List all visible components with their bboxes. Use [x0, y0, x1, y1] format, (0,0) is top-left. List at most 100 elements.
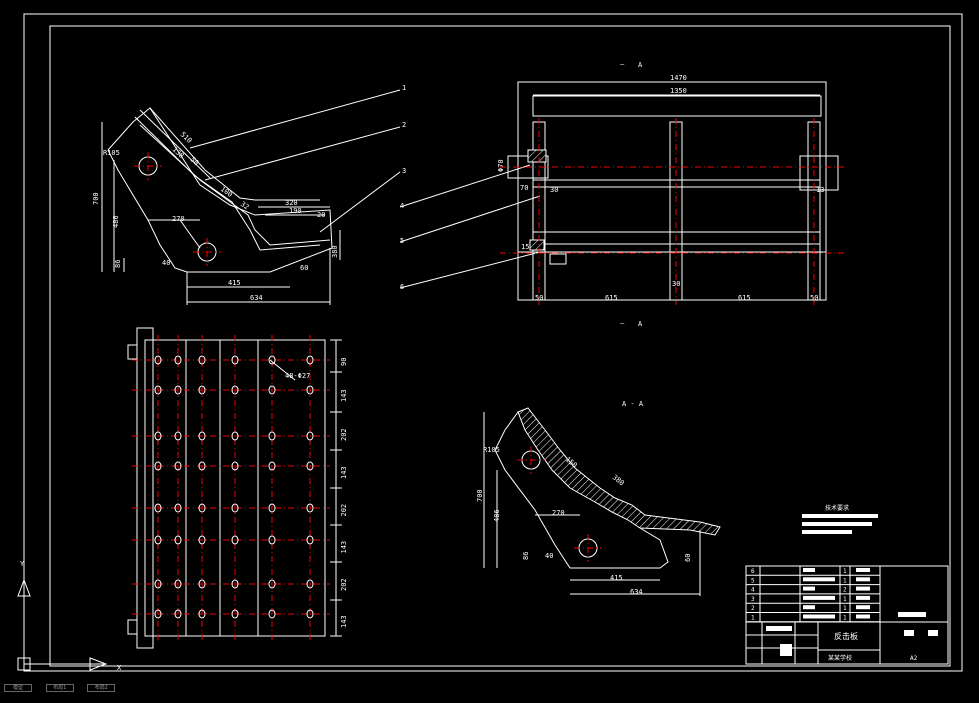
plan-hole-0-2 [198, 355, 206, 365]
side-view: R105 700 486 270 86 40 415 634 60 320 19… [92, 107, 341, 305]
plan-hole-5-3 [231, 535, 239, 545]
plan-hole-3-5 [306, 461, 314, 471]
tab-layout2[interactable]: 布局2 [87, 684, 116, 692]
section-letter-top: A [638, 61, 643, 69]
aa-dim-634: 634 [630, 588, 643, 596]
plan-hole-3-2 [198, 461, 206, 471]
dim-angle-40: 40 [162, 259, 170, 267]
leader-label-2: 2 [402, 121, 406, 129]
plan-hole-1-5 [306, 385, 314, 395]
section-mark-bottom: ― [620, 319, 625, 327]
hole-note: 48-Φ27 [285, 372, 310, 380]
tb-row-no-1: 5 [751, 577, 755, 584]
plan-row-dim-6: 202 [340, 578, 348, 591]
plan-row-dim-2: 202 [340, 428, 348, 441]
leader-label-5: 5 [400, 237, 404, 245]
dim-270: 270 [172, 215, 185, 223]
plan-hole-1-2 [198, 385, 206, 395]
layout-tabs: 模型 布局1 布局2 [0, 684, 979, 692]
plan-hole-7-0 [154, 609, 162, 619]
ucs-icon: Y X [17, 560, 122, 672]
tb-row-qty-2: 2 [843, 587, 847, 594]
tech-req-title: 技术要求 [825, 504, 849, 512]
plan-hole-7-4 [268, 609, 276, 619]
dim-30: 30 [550, 186, 558, 194]
tab-model[interactable]: 模型 [4, 684, 32, 692]
tab-layout1[interactable]: 布局1 [45, 684, 74, 692]
dim-20: 20 [317, 211, 325, 219]
drawing-frame [23, 13, 963, 672]
plan-hole-6-5 [306, 579, 314, 589]
plan-hole-7-1 [174, 609, 182, 619]
plan-row-dim-4: 202 [340, 504, 348, 517]
dim-1470: 1470 [670, 74, 687, 82]
dim-1350: 1350 [670, 87, 687, 95]
dim-70: 70 [520, 184, 528, 192]
plan-hole-0-5 [306, 355, 314, 365]
plan-hole-7-5 [306, 609, 314, 619]
plan-row-dim-0: 90 [340, 358, 348, 366]
plan-hole-2-5 [306, 431, 314, 441]
tb-row-qty-5: 1 [843, 615, 847, 622]
plan-hole-0-4 [268, 355, 276, 365]
title-part-name: 反击板 [834, 631, 858, 641]
plan-hole-6-0 [154, 579, 162, 589]
plan-hole-0-0 [154, 355, 162, 365]
aa-dim-415: 415 [610, 574, 623, 582]
tb-row-no-5: 1 [751, 615, 755, 622]
plan-hole-1-4 [268, 385, 276, 395]
plan-hole-4-3 [231, 503, 239, 513]
dim-320: 320 [285, 199, 298, 207]
dim-700: 700 [92, 192, 100, 205]
aa-dim-60: 60 [684, 554, 692, 562]
dim-30-centre: 30 [672, 280, 680, 288]
plan-hole-3-3 [231, 461, 239, 471]
dim-190: 190 [289, 207, 302, 215]
section-mark-top: ― [620, 60, 625, 68]
plan-hole-2-1 [174, 431, 182, 441]
dim-r105: R105 [103, 149, 120, 157]
title-org: 某某学校 [828, 654, 852, 662]
technical-requirements: 技术要求 [802, 504, 878, 534]
tb-row-no-2: 4 [751, 587, 755, 594]
part-leaders: 1 2 3 4 5 6 [189, 84, 541, 291]
leader-label-1: 1 [402, 84, 406, 92]
plan-hole-5-2 [198, 535, 206, 545]
plan-hole-5-4 [268, 535, 276, 545]
dim-50-left: 50 [535, 294, 543, 302]
section-letter-bottom: A [638, 320, 643, 328]
dim-615-right: 615 [738, 294, 751, 302]
plan-hole-0-3 [231, 355, 239, 365]
plan-hole-4-1 [174, 503, 182, 513]
dim-13: 13 [816, 186, 824, 194]
plan-hole-2-2 [198, 431, 206, 441]
plan-hole-4-4 [268, 503, 276, 513]
plan-hole-2-0 [154, 431, 162, 441]
dim-60: 60 [300, 264, 308, 272]
ucs-x-label: X [117, 664, 122, 672]
front-view: ― A 1470 1350 50 615 30 615 [497, 60, 845, 328]
dim-100: 100 [219, 185, 234, 199]
section-aa-view: A - A R105 700 486 270 86 40 415 634 60 … [476, 400, 721, 596]
aa-dim-angle-40: 40 [545, 552, 553, 560]
plan-hole-5-5 [306, 535, 314, 545]
plan-row-dim-7: 143 [340, 615, 348, 628]
title-scale: A2 [910, 655, 918, 662]
plan-row-dim-3: 143 [340, 466, 348, 479]
aa-dim-r105: R105 [483, 446, 500, 454]
dim-138: 138 [171, 146, 186, 160]
plan-hole-3-4 [268, 461, 276, 471]
dim-634: 634 [250, 294, 263, 302]
plan-hole-3-0 [154, 461, 162, 471]
tb-row-qty-3: 1 [843, 596, 847, 603]
dim-486: 486 [112, 215, 120, 228]
plan-hole-1-1 [174, 385, 182, 395]
leader-label-6: 6 [400, 283, 404, 291]
plan-hole-grid [132, 335, 330, 640]
plan-hole-2-4 [268, 431, 276, 441]
dim-415: 415 [228, 279, 241, 287]
section-aa-label: A - A [622, 400, 644, 408]
plan-hole-6-2 [198, 579, 206, 589]
dim-50-right: 50 [810, 294, 818, 302]
